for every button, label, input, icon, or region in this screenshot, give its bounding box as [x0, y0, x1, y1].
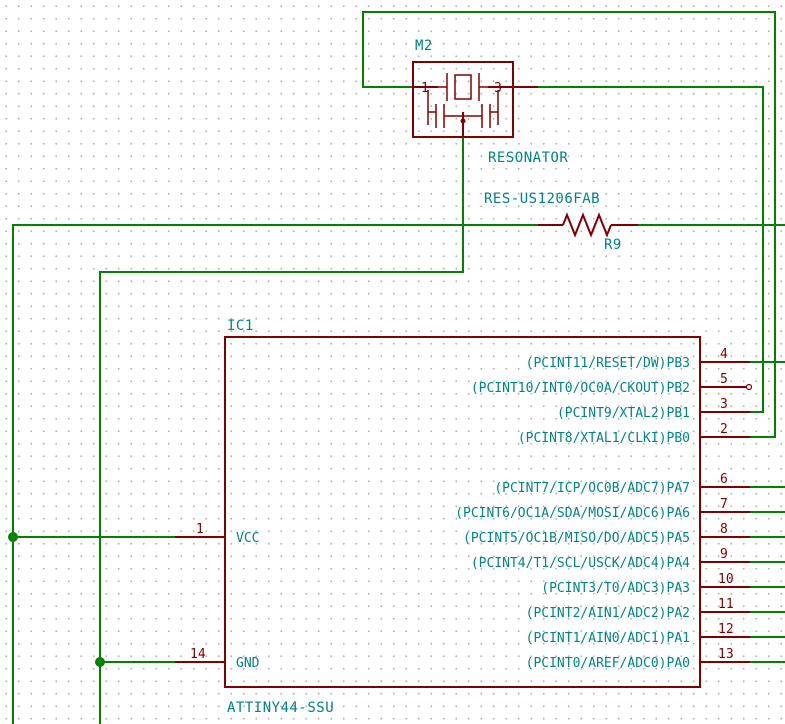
pin-number: 4 [720, 347, 728, 362]
pin-label: (PCINT5/OC1B/MISO/DO/ADC5)PA5 [463, 531, 690, 546]
wire-xtal1-net[interactable] [362, 11, 776, 438]
ic-pin-pa1[interactable]: 12 (PCINT1/AIN0/ADC1)PA1 [526, 622, 750, 646]
resistor-value-label: RES-US1206FAB [484, 191, 600, 207]
junction-vcc [8, 532, 18, 542]
pin-number: 10 [718, 572, 734, 587]
resonator-m2[interactable]: 1 3 M2 RESONATOR [412, 38, 568, 166]
ic-pin-pa3[interactable]: 10 (PCINT3/T0/ADC3)PA3 [541, 572, 750, 596]
junction-gnd [95, 657, 105, 667]
ic-pin-pa7[interactable]: 6 (PCINT7/ICP/OC0B/ADC7)PA7 [494, 472, 750, 496]
pin-number: 13 [718, 647, 734, 662]
pin-number: 8 [720, 522, 728, 537]
pin-label: (PCINT3/T0/ADC3)PA3 [541, 581, 690, 596]
ic-pin-vcc[interactable]: 1 VCC [175, 522, 259, 546]
pin-label: (PCINT4/T1/SCL/USCK/ADC4)PA4 [471, 556, 690, 571]
pin-number: 5 [720, 372, 728, 387]
ic-pin-pa6[interactable]: 7 (PCINT6/OC1A/SDA/MOSI/ADC6)PA6 [455, 497, 750, 521]
pin-number: 2 [720, 422, 728, 437]
ic1-attiny44[interactable]: IC1 ATTINY44-SSU 4 (PCINT11/RESET/DW)PB3… [175, 318, 753, 716]
pin-number: 1 [196, 522, 204, 537]
pin-number: 6 [720, 472, 728, 487]
ic-pin-pa5[interactable]: 8 (PCINT5/OC1B/MISO/DO/ADC5)PA5 [463, 522, 750, 546]
wire-gnd-net[interactable] [99, 136, 464, 724]
pin-label: (PCINT10/INT0/OC0A/CKOUT)PB2 [471, 381, 690, 396]
resonator-pin1-number: 1 [421, 81, 429, 96]
pin-number: 12 [718, 622, 734, 637]
ic-pin-pb2[interactable]: 5 (PCINT10/INT0/OC0A/CKOUT)PB2 [471, 372, 753, 396]
crystal-element [454, 74, 472, 100]
pin-label: (PCINT11/RESET/DW)PB3 [526, 356, 690, 371]
pin-label: (PCINT8/XTAL1/CLKI)PB0 [518, 431, 690, 446]
ic-ref-label: IC1 [227, 318, 254, 334]
pin-number: 3 [720, 397, 728, 412]
pin-number: 7 [720, 497, 728, 512]
ic-pin-pa0[interactable]: 13 (PCINT0/AREF/ADC0)PA0 [526, 647, 750, 671]
resistor-ref-label: R9 [604, 237, 622, 253]
ic-pin-pa4[interactable]: 9 (PCINT4/T1/SCL/USCK/ADC4)PA4 [471, 547, 750, 571]
ic-pin-gnd[interactable]: 14 GND [175, 647, 260, 671]
wire-vcc-net[interactable] [12, 224, 539, 724]
resonator-center-dot [460, 118, 466, 124]
resonator-value-label: RESONATOR [488, 150, 568, 166]
pin-label: (PCINT0/AREF/ADC0)PA0 [526, 656, 690, 671]
unconnected-marker [745, 383, 753, 391]
resistor-zigzag [562, 212, 612, 238]
ic-pin-pa2[interactable]: 11 (PCINT2/AIN1/ADC2)PA2 [526, 597, 750, 621]
pin-label: (PCINT1/AIN0/ADC1)PA1 [526, 631, 690, 646]
pin-number: 14 [190, 647, 206, 662]
pin-label: (PCINT7/ICP/OC0B/ADC7)PA7 [494, 481, 690, 496]
ic-pin-pb3[interactable]: 4 (PCINT11/RESET/DW)PB3 [526, 347, 750, 371]
ic-pin-pb0[interactable]: 2 (PCINT8/XTAL1/CLKI)PB0 [518, 422, 750, 446]
ic-pin-pb1[interactable]: 3 (PCINT9/XTAL2)PB1 [557, 397, 750, 421]
pin-label: (PCINT9/XTAL2)PB1 [557, 406, 690, 421]
pin-number: 9 [720, 547, 728, 562]
resonator-pin3-number: 3 [494, 81, 502, 96]
ic-value-label: ATTINY44-SSU [227, 700, 334, 716]
pin-label: GND [236, 656, 260, 671]
pin-number: 11 [718, 597, 734, 612]
pin-label: (PCINT6/OC1A/SDA/MOSI/ADC6)PA6 [455, 506, 690, 521]
resistor-r9[interactable]: RES-US1206FAB R9 [484, 191, 638, 253]
pin-label: VCC [236, 531, 259, 546]
pin-label: (PCINT2/AIN1/ADC2)PA2 [526, 606, 690, 621]
resonator-ref-label: M2 [415, 38, 433, 54]
